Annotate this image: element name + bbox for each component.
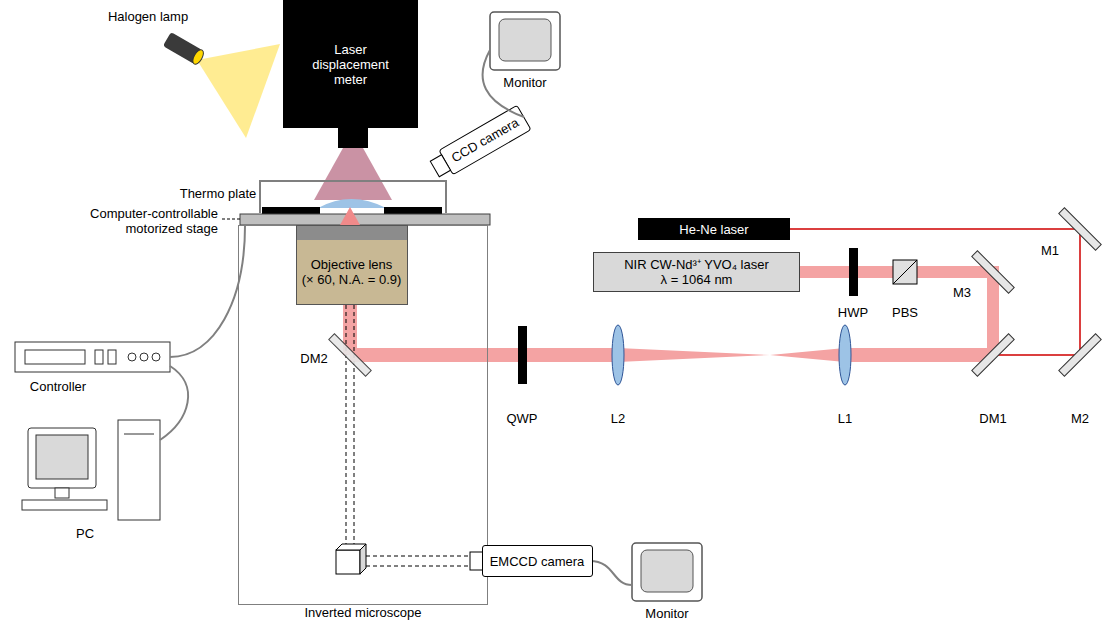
component-label: M1: [1041, 243, 1059, 258]
node-text: (× 60, N.A. = 0.9): [302, 272, 402, 287]
controller-knob: [152, 353, 160, 361]
laser-box: NIR CW-Nd³⁺ YVO₄ laserλ = 1064 nm: [593, 252, 800, 292]
node-text: EMCCD camera: [490, 554, 585, 569]
laser-focus: [340, 207, 360, 225]
controller-button: [108, 350, 116, 364]
cable: [160, 366, 188, 440]
half-wave-plate: [849, 248, 858, 296]
meter-beam: [314, 148, 392, 200]
part-label: Monitor: [503, 75, 546, 90]
leader-line: [222, 219, 240, 220]
part-label: Halogen lamp: [108, 9, 188, 24]
laser-box: He-Ne laser: [638, 218, 790, 240]
controller-display: [25, 350, 85, 364]
lamp-bulb: [191, 48, 206, 66]
node-text: He-Ne laser: [679, 222, 748, 237]
part-label: Monitor: [645, 606, 688, 621]
component-label: L1: [838, 411, 852, 426]
mirror: [1059, 334, 1101, 376]
frame-heading: Inverted microscope: [304, 605, 421, 620]
component-label: DM2: [300, 351, 327, 366]
component-label: QWP: [506, 411, 537, 426]
mirror: [972, 251, 1014, 293]
cable: [170, 226, 245, 357]
component-label: HWP: [838, 305, 868, 320]
monitor: [490, 12, 560, 70]
dichroic-mirror: [972, 334, 1014, 376]
controller-unit: [15, 342, 170, 372]
mirror: [329, 334, 371, 376]
imaging-path: [354, 305, 355, 548]
component-label: L2: [611, 411, 625, 426]
beam-segment: [618, 348, 770, 362]
ccd-camera: [428, 105, 531, 181]
controller-knob: [128, 353, 136, 361]
prism-cube: [336, 550, 360, 574]
hene-beam: [790, 229, 1080, 355]
node-text: λ = 1064 nm: [661, 272, 733, 287]
mirror: [1059, 208, 1101, 250]
beam-segment: [770, 348, 845, 362]
mirror: [1059, 334, 1101, 376]
displacement-meter-box: Laser displacement meter: [283, 0, 418, 128]
part-label: Computer-controllable motorized stage: [68, 206, 218, 236]
node-text: NIR CW-Nd³⁺ YVO₄ laser: [624, 257, 769, 272]
beam-splitter: [893, 260, 917, 284]
camera-body: [439, 105, 531, 174]
node-text: Laser displacement meter: [311, 42, 390, 87]
beam-segment: [845, 348, 993, 362]
component-label: PBS: [892, 305, 918, 320]
meter-nozzle: [338, 127, 368, 148]
mirror: [1059, 208, 1101, 250]
motorized-stage: [240, 214, 490, 225]
camera-lens: [430, 155, 450, 177]
prism-cube: [360, 544, 366, 574]
pc-keyboard: [22, 500, 107, 510]
part-label: Controller: [30, 379, 86, 394]
dichroic-mirror: [329, 334, 371, 376]
mirror: [972, 334, 1014, 376]
imaging-path: [366, 566, 470, 567]
component-label: M3: [953, 285, 971, 300]
halogen-lamp: [163, 32, 206, 66]
pc-drive: [124, 434, 154, 435]
lens: [839, 325, 851, 385]
imaging-path: [346, 305, 347, 548]
part-label: Thermo plate: [180, 186, 257, 201]
component-label: M2: [1071, 411, 1089, 426]
imaging-path: [366, 556, 470, 557]
cable: [590, 561, 632, 585]
controller-knob: [140, 353, 148, 361]
controller-button: [95, 350, 103, 364]
beam-segment: [350, 348, 618, 362]
pc-screen: [36, 435, 88, 479]
component-label: DM1: [979, 411, 1006, 426]
part-label: PC: [76, 526, 94, 541]
objective-lens: Objective lens(× 60, N.A. = 0.9): [296, 225, 408, 305]
quarter-wave-plate: [518, 326, 527, 384]
lamp-light: [197, 44, 280, 138]
pc-tower: [118, 420, 160, 520]
sample-droplet: [318, 199, 386, 208]
camera-box: EMCCD camera: [482, 545, 593, 577]
pc-monitor: [28, 428, 96, 488]
pc-stand: [55, 488, 69, 498]
mirror: [972, 251, 1014, 293]
lens: [612, 325, 624, 385]
microscope-frame: Inverted microscopeObjective lens(× 60, …: [238, 225, 488, 605]
beam-splitter: [893, 260, 917, 284]
monitor: [632, 543, 702, 601]
node-text: Objective lens: [311, 257, 393, 272]
